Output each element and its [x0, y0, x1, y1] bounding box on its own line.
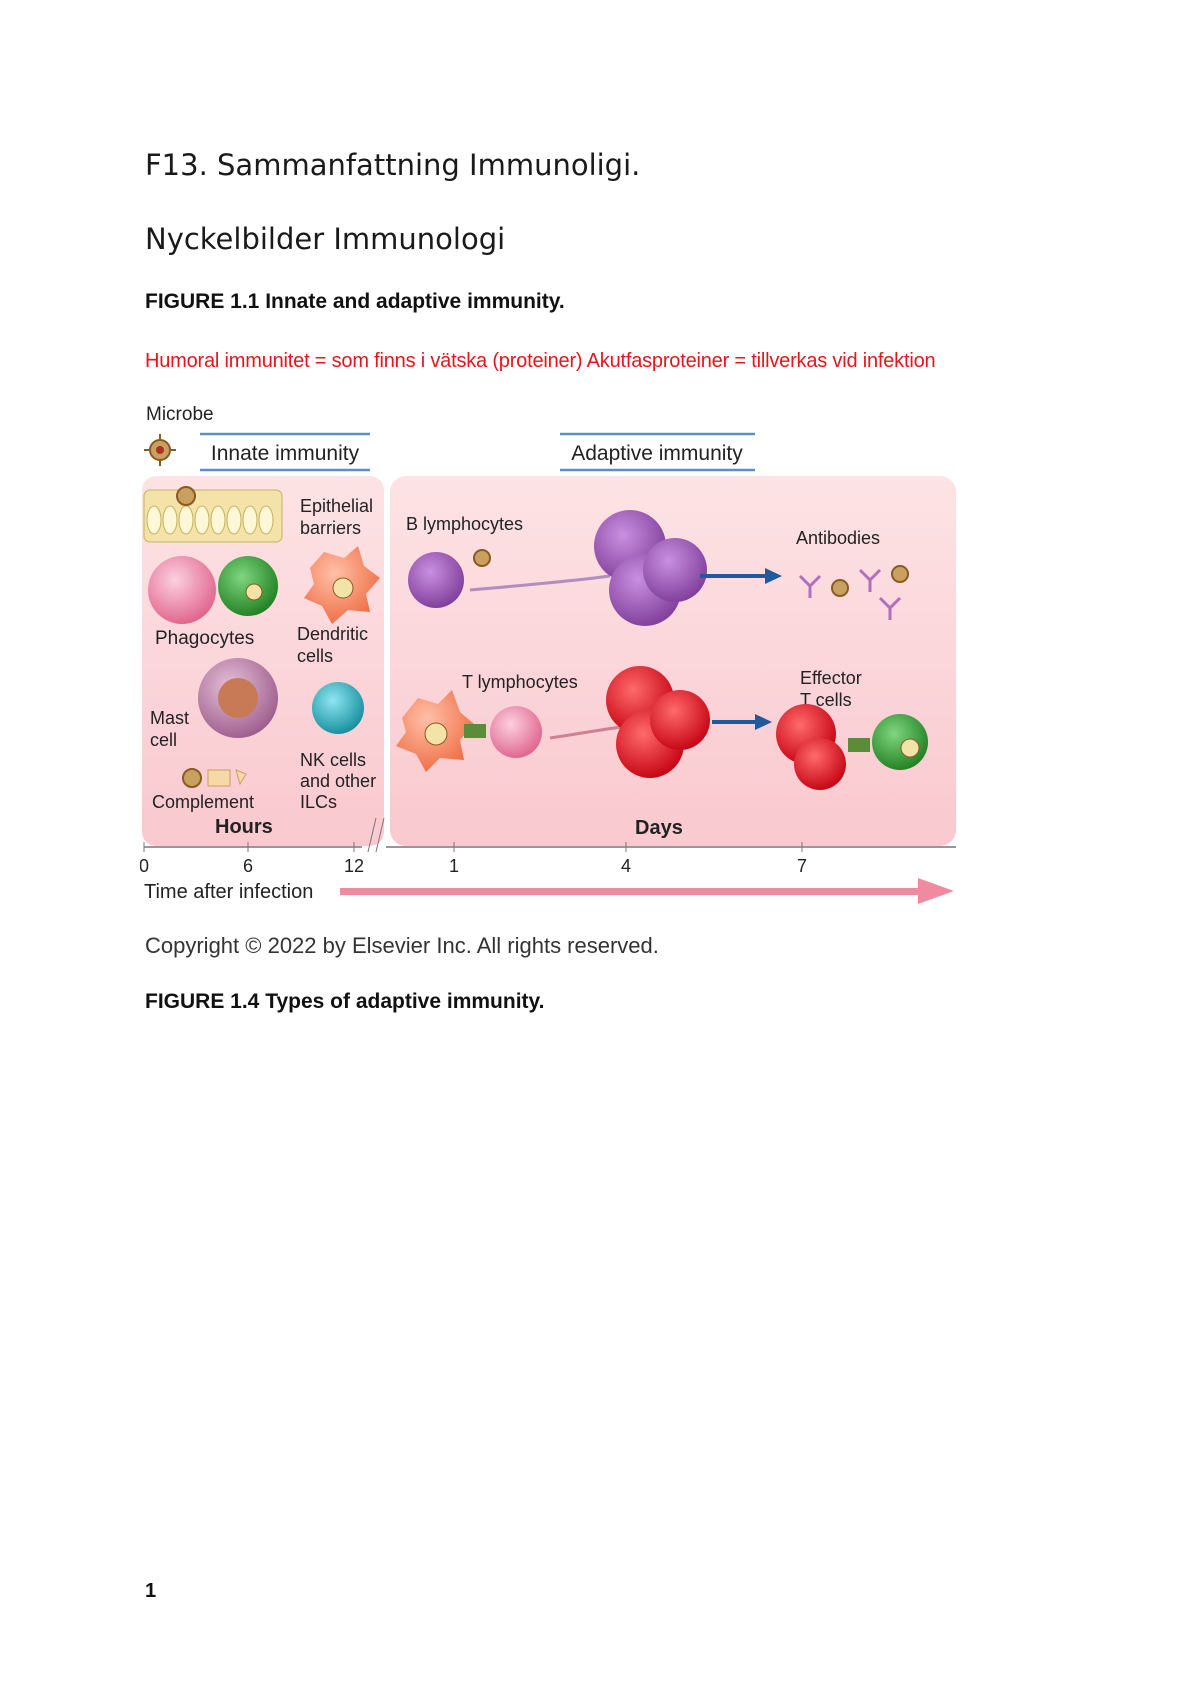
complement-label: Complement [152, 792, 254, 812]
effector-label-1: Effector [800, 668, 862, 688]
time-axis [143, 817, 956, 853]
plasma-cell-cluster-icon [594, 510, 707, 626]
tick-0: 0 [140, 856, 149, 876]
nk-label-3: ILCs [300, 792, 337, 812]
t-lymphocytes-label: T lymphocytes [462, 672, 578, 692]
page-number: 1 [145, 1580, 157, 1602]
effector-t-cluster-icon [606, 666, 710, 778]
tick-12: 12 [344, 856, 364, 876]
epithelial-barrier-icon [143, 486, 283, 543]
innate-immunity-header: Innate immunity [200, 432, 370, 472]
tick-6: 6 [243, 856, 253, 876]
mast-label-2: cell [150, 730, 177, 750]
figure-1-4-caption: FIGURE 1.4 Types of adaptive immunity. [145, 990, 545, 1013]
svg-text:Innate immunity: Innate immunity [211, 442, 360, 465]
nk-label-2: and other [300, 771, 376, 791]
dendritic-label-1: Dendritic [297, 624, 368, 644]
tcr-mhc-icon [464, 724, 486, 738]
tick-7: 7 [797, 856, 807, 876]
dendritic-label-2: cells [297, 646, 333, 666]
copyright-text: Copyright © 2022 by Elsevier Inc. All ri… [145, 933, 659, 958]
neutrophil-icon [148, 556, 216, 624]
hours-label: Hours [215, 816, 273, 838]
microbe-icon [144, 434, 176, 466]
microbe-label: Microbe [146, 404, 214, 425]
mast-label-1: Mast [150, 708, 189, 728]
nk-cell-icon [312, 682, 364, 734]
humoral-note: Humoral immunitet = som finns i vätska (… [145, 350, 936, 372]
days-label: Days [635, 817, 683, 839]
epithelial-label-2: barriers [300, 518, 361, 538]
adaptive-immunity-header: Adaptive immunity [560, 432, 755, 472]
svg-text:Adaptive immunity: Adaptive immunity [571, 442, 743, 465]
figure-1-1-caption: FIGURE 1.1 Innate and adaptive immunity. [145, 290, 565, 313]
b-lymphocyte-icon [408, 552, 464, 608]
effector-t-cell-icon [776, 704, 846, 790]
complement-icon [182, 768, 247, 788]
t-lymphocyte-icon [490, 706, 542, 758]
tick-1: 1 [449, 856, 459, 876]
timeline-arrow-icon [340, 878, 954, 904]
time-after-infection-label: Time after infection [144, 881, 313, 903]
document-title: F13. Sammanfattning Immunoligi. [145, 148, 641, 182]
antibodies-label: Antibodies [796, 528, 880, 548]
innate-adaptive-figure: Innate immunity Adaptive immunity Microb… [140, 404, 956, 904]
infected-cell-icon [872, 714, 928, 770]
nk-label-1: NK cells [300, 750, 366, 770]
antibodies-icon [798, 568, 902, 620]
dendritic-cell-icon [304, 546, 380, 624]
tick-4: 4 [621, 856, 631, 876]
antigen-presenting-cell-icon [396, 690, 474, 772]
b-lymphocytes-label: B lymphocytes [406, 514, 523, 534]
epithelial-label-1: Epithelial [300, 496, 373, 516]
phagocytes-label: Phagocytes [155, 628, 254, 649]
document-subtitle: Nyckelbilder Immunologi [145, 222, 506, 256]
